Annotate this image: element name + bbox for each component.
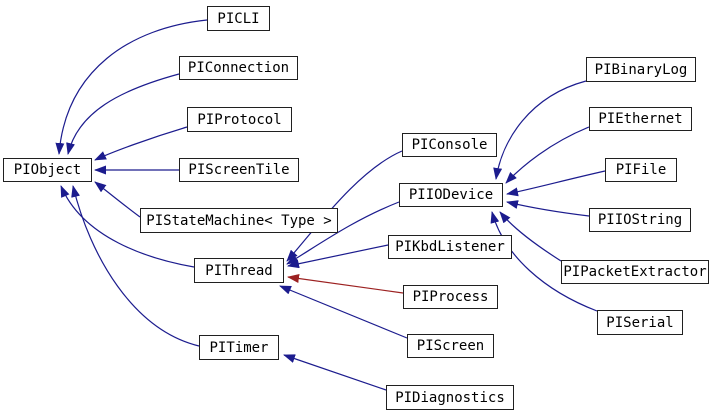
inheritance-edge-picli-to-piobject [55, 19, 208, 155]
inheritance-edge-piprotocol-to-piobject [94, 126, 188, 161]
class-node-pithread[interactable]: PIThread [194, 258, 284, 283]
class-node-piserial[interactable]: PISerial [597, 310, 683, 335]
class-node-pitimer[interactable]: PITimer [199, 335, 279, 360]
inheritance-edge-piprocess-to-pithread [287, 274, 404, 294]
inheritance-edge-pipacketextractor-to-piiodevice [499, 211, 562, 262]
class-node-piconsole[interactable]: PIConsole [402, 133, 497, 157]
inheritance-edge-pidiagnostics-to-pitimer [283, 354, 387, 391]
inheritance-edge-piserial-to-piiodevice [490, 211, 598, 312]
inheritance-edge-pibinarylog-to-piiodevice [493, 80, 587, 180]
class-node-piscreen[interactable]: PIScreen [407, 334, 494, 358]
inheritance-edge-pikbdlistener-to-pithread [287, 244, 389, 269]
class-node-picli[interactable]: PICLI [207, 6, 270, 31]
inheritance-edge-piiostring-to-piiodevice [506, 200, 590, 217]
class-node-piiodevice[interactable]: PIIODevice [399, 183, 503, 207]
class-node-pidiagnostics[interactable]: PIDiagnostics [386, 385, 514, 410]
class-node-pistatemachine[interactable]: PIStateMachine< Type > [140, 208, 338, 233]
class-node-piethernet[interactable]: PIEthernet [589, 107, 692, 131]
class-node-piiostring[interactable]: PIIOString [589, 208, 691, 232]
class-node-piprotocol[interactable]: PIProtocol [187, 107, 292, 132]
inheritance-edge-piconnection-to-piobject [66, 73, 180, 155]
inheritance-edge-piethernet-to-piiodevice [505, 126, 590, 184]
class-node-pibinarylog[interactable]: PIBinaryLog [586, 57, 696, 82]
class-node-piconnection[interactable]: PIConnection [179, 56, 298, 80]
class-node-piscreentile[interactable]: PIScreenTile [179, 158, 299, 182]
inheritance-edge-piconsole-to-pithread [286, 150, 403, 262]
class-node-pifile[interactable]: PIFile [605, 158, 677, 182]
class-node-piprocess[interactable]: PIProcess [403, 285, 498, 309]
inheritance-edge-pistatemachine-to-piobject [94, 181, 141, 218]
inheritance-edge-piiodevice-to-pithread [286, 201, 400, 265]
inheritance-edge-pitimer-to-piobject [71, 185, 200, 347]
inheritance-edge-piscreen-to-pithread [279, 285, 408, 339]
inheritance-edge-pifile-to-piiodevice [506, 170, 606, 197]
class-node-pikbdlistener[interactable]: PIKbdListener [388, 235, 512, 259]
inheritance-edge-pithread-to-piobject [60, 185, 195, 268]
class-node-piobject[interactable]: PIObject [3, 158, 92, 182]
class-node-pipacketextractor[interactable]: PIPacketExtractor [561, 260, 709, 284]
